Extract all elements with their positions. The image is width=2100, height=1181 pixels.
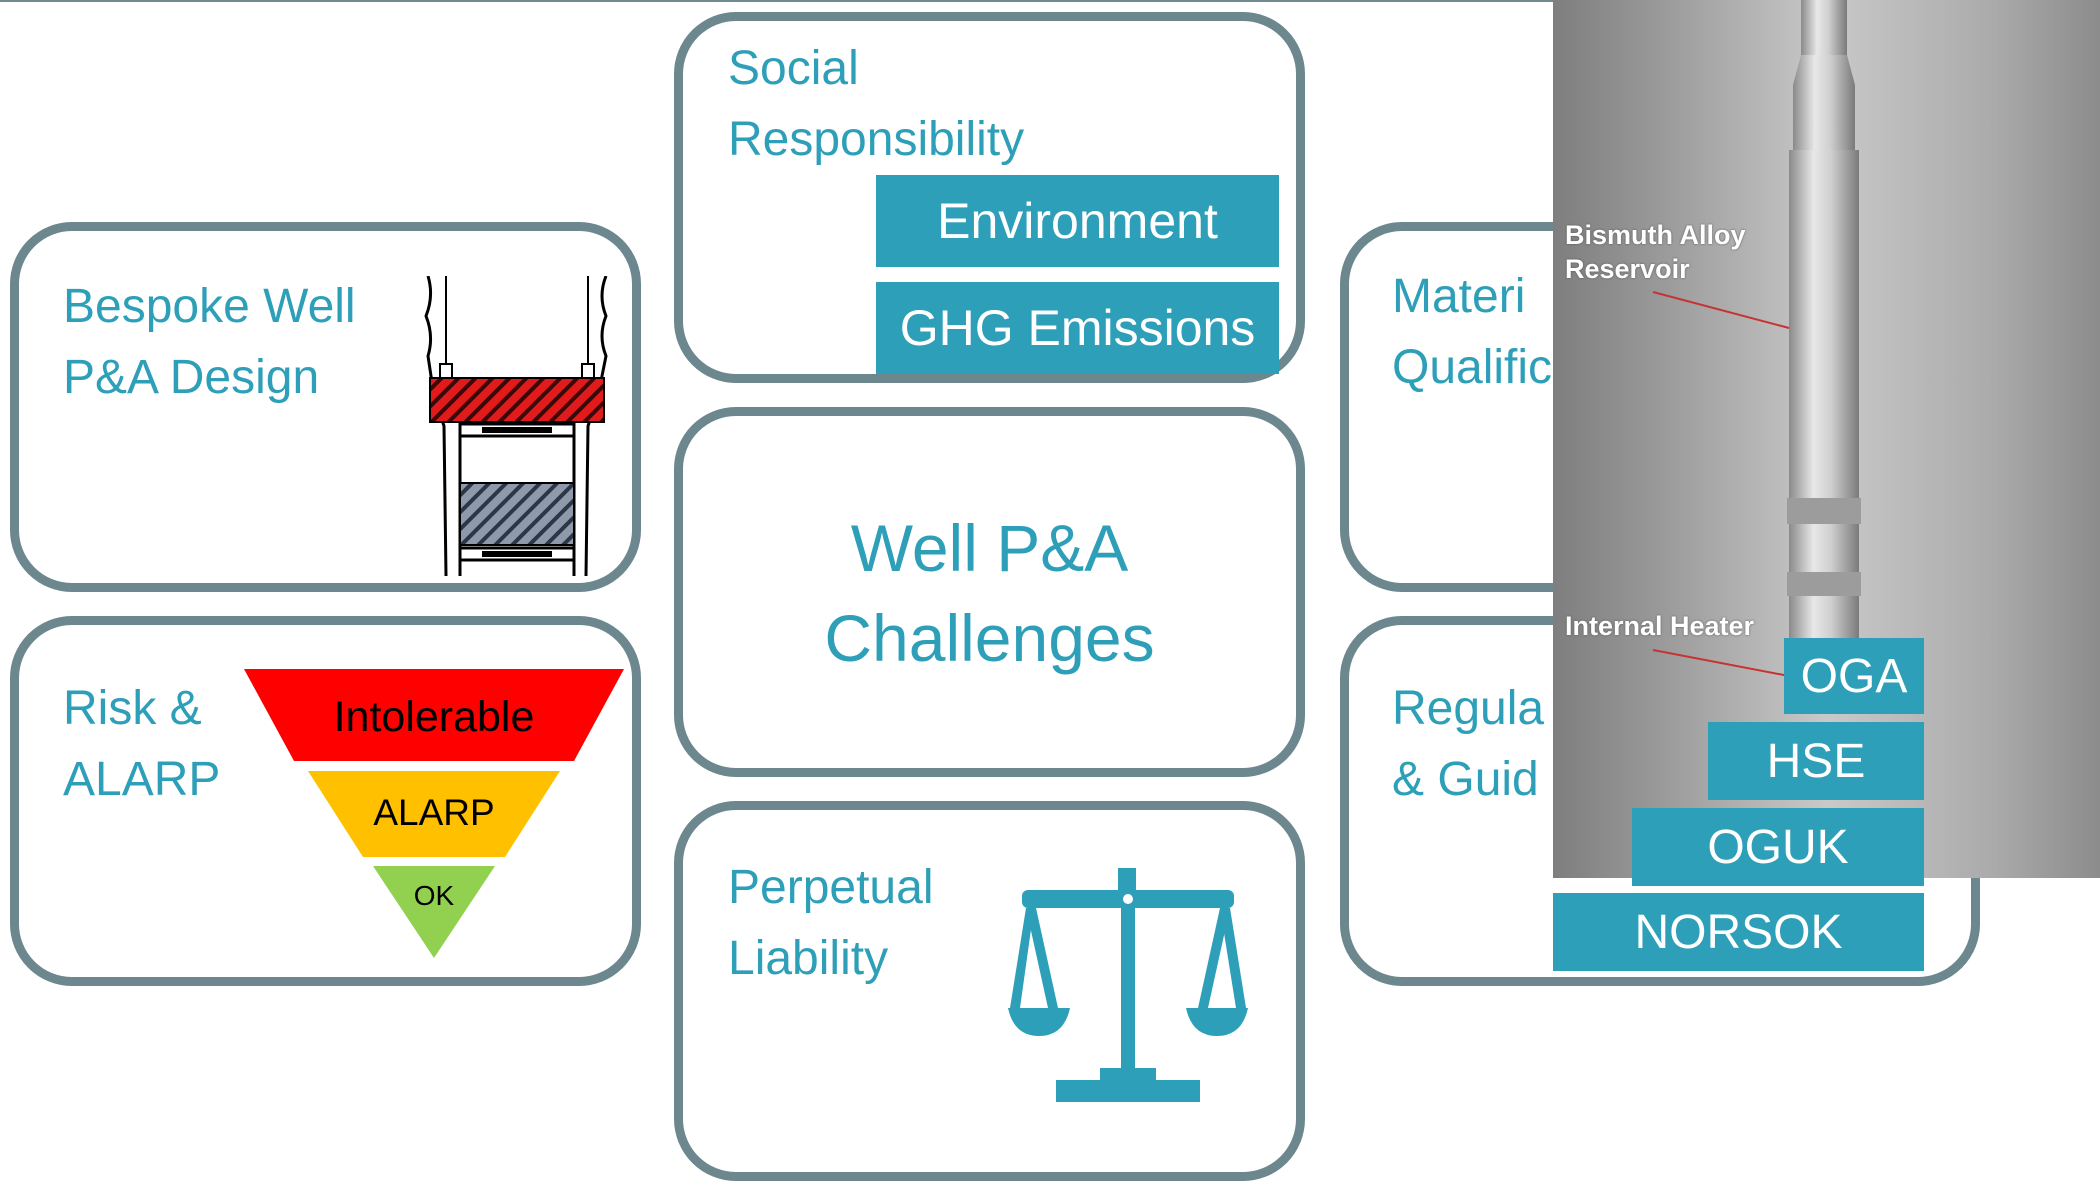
perpetual-title-line1: Perpetual (728, 861, 934, 914)
alarp-label: ALARP (373, 792, 494, 833)
bismuth-tool-photo: Bismuth Alloy Reservoir Internal Heater (1553, 0, 2100, 878)
social-responsibility-card: Social Responsibility Environment GHG Em… (674, 12, 1305, 383)
norsok-box: NORSOK (1553, 893, 1924, 971)
environment-box: Environment (876, 175, 1279, 267)
bespoke-title-line1: Bespoke Well (63, 280, 356, 333)
ok-label: OK (414, 880, 455, 911)
hse-box: HSE (1708, 722, 1924, 800)
regulations-title-line1: Regula (1392, 682, 1545, 735)
risk-alarp-card: Risk & ALARP Intolerable ALARP OK (10, 616, 641, 986)
internal-heater-label: Internal Heater (1565, 611, 1755, 641)
regulations-title-line2: & Guid (1392, 753, 1539, 806)
bespoke-title-line2: P&A Design (63, 351, 320, 404)
perpetual-liability-card: Perpetual Liability (674, 801, 1305, 1181)
social-title-line2: Responsibility (728, 113, 1025, 166)
alarp-band (308, 771, 560, 857)
risk-title-line2: ALARP (63, 753, 221, 806)
risk-title-line1: Risk & (63, 682, 202, 735)
ghg-emissions-box: GHG Emissions (876, 282, 1279, 374)
top-rule (0, 0, 2100, 2)
intolerable-label: Intolerable (334, 693, 535, 741)
bismuth-alloy-label-line1: Bismuth Alloy (1565, 220, 1746, 250)
bismuth-alloy-label-line2: Reservoir (1565, 254, 1690, 284)
social-title-line1: Social (728, 42, 859, 95)
central-title-line2: Challenges (824, 601, 1155, 675)
ok-band (373, 866, 495, 958)
oga-box: OGA (1784, 638, 1924, 714)
scales-of-justice-icon (1008, 868, 1248, 1102)
materials-title-line2: Qualific (1392, 341, 1553, 394)
bespoke-design-card: Bespoke Well P&A Design (10, 222, 641, 592)
oguk-box: OGUK (1632, 808, 1924, 886)
wellbore-diagram-icon (424, 276, 608, 577)
central-challenges-card: Well P&A Challenges (674, 407, 1305, 777)
central-title-line1: Well P&A (850, 511, 1129, 585)
materials-title-line1: Materi (1392, 270, 1526, 323)
perpetual-title-line2: Liability (728, 932, 889, 985)
risk-pyramid: Intolerable ALARP OK (244, 669, 624, 958)
intolerable-band (244, 669, 624, 761)
